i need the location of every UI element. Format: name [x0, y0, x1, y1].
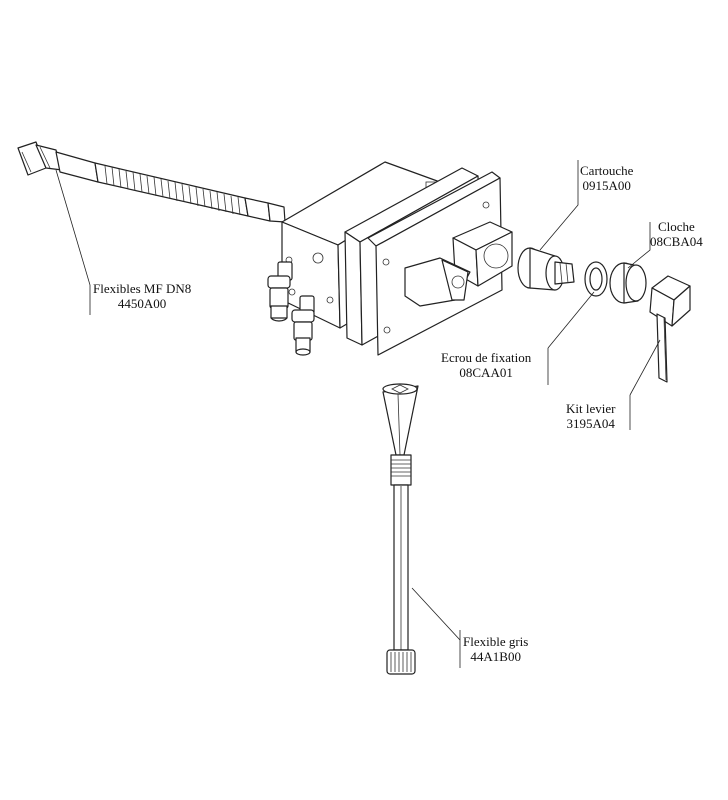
callout-kit-levier: Kit levier 3195A04 — [566, 401, 615, 431]
callout-cartouche: Cartouche 0915A00 — [580, 163, 633, 193]
valve-body — [404, 221, 513, 307]
kit-levier-part — [649, 275, 691, 383]
callout-cloche: Cloche 08CBA04 — [650, 219, 703, 249]
callout-flexibles-mf: Flexibles MF DN8 4450A00 — [93, 281, 191, 311]
flexible-hose-mf-dn8 — [17, 141, 286, 223]
callout-ref: 0915A00 — [582, 178, 631, 193]
callout-ecrou: Ecrou de fixation 08CAA01 — [441, 350, 531, 380]
callout-ref: 08CAA01 — [459, 365, 513, 380]
callout-ref: 44A1B00 — [470, 649, 521, 664]
cloche-part — [609, 262, 647, 304]
callout-name: Cartouche — [580, 163, 634, 178]
callout-name: Flexibles MF DN8 — [93, 281, 192, 296]
callout-flexible-gris: Flexible gris 44A1B00 — [463, 634, 528, 664]
callout-name: Kit levier — [566, 401, 616, 416]
callout-ref: 08CBA04 — [650, 234, 703, 249]
flexible-gris-part — [382, 383, 419, 675]
callout-ref: 3195A04 — [566, 416, 615, 431]
cartouche-part — [517, 247, 575, 291]
leader-lines — [55, 160, 661, 668]
elbow-fittings — [267, 261, 315, 356]
callout-name: Cloche — [657, 219, 695, 234]
callout-name: Flexible gris — [463, 634, 529, 649]
callout-name: Ecrou de fixation — [441, 350, 532, 365]
ecrou-part — [584, 261, 608, 297]
callout-ref: 4450A00 — [117, 296, 167, 311]
